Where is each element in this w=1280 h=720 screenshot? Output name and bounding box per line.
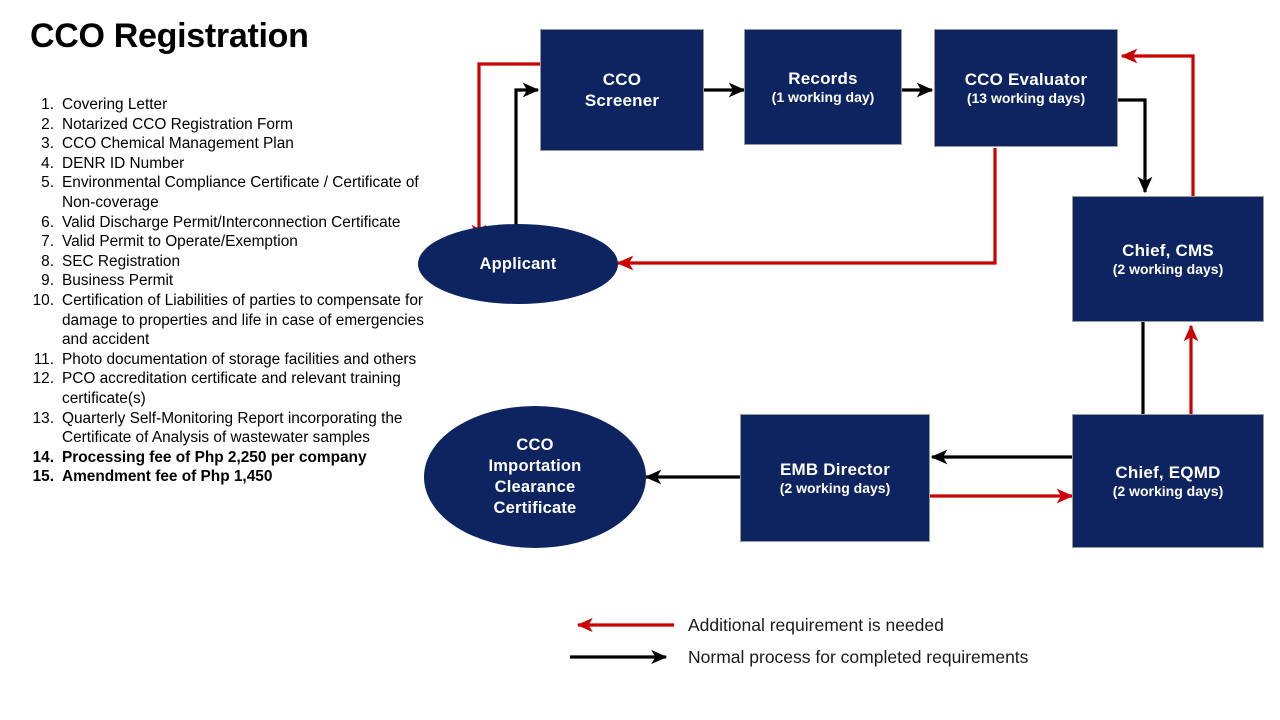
requirement-number: 12.	[32, 370, 54, 388]
node-chief-eqmd-title: Chief, EQMD	[1115, 463, 1221, 482]
node-chief-eqmd[interactable]: Chief, EQMD (2 working days)	[1072, 414, 1264, 548]
node-emb-director-subtitle: (2 working days)	[779, 480, 891, 496]
requirement-number: 4.	[41, 154, 54, 172]
requirement-number: 5.	[41, 174, 54, 192]
requirement-number: 2.	[41, 115, 54, 133]
requirement-item: 13. Quarterly Self-Monitoring Report inco…	[28, 409, 428, 448]
edge-cco-screener-to-applicant	[471, 62, 540, 242]
requirement-number: 13.	[32, 409, 54, 427]
requirement-item: 3. CCO Chemical Management Plan	[28, 134, 428, 154]
edge-applicant-to-cco-screener	[514, 82, 540, 252]
requirement-item: 12. PCO accreditation certificate and rel…	[28, 369, 428, 408]
requirement-text: Valid Permit to Operate/Exemption	[62, 233, 298, 251]
requirement-number: 11.	[33, 350, 54, 368]
requirement-item: 15. Amendment fee of Php 1,450	[28, 467, 428, 487]
requirement-text: SEC Registration	[62, 252, 181, 270]
node-chief-cms-subtitle: (2 working days)	[1112, 261, 1224, 277]
requirement-text: CCO Chemical Management Plan	[62, 135, 294, 153]
requirement-item: 8. SEC Registration	[28, 252, 428, 272]
node-cco-evaluator[interactable]: CCO Evaluator (13 working days)	[934, 29, 1118, 147]
requirement-number: 9.	[41, 272, 54, 290]
node-chief-eqmd-subtitle: (2 working days)	[1112, 483, 1224, 499]
edge-cco-evaluator-to-applicant	[616, 148, 997, 271]
requirement-number: 1.	[41, 96, 54, 113]
requirement-text: Business Permit	[62, 272, 174, 290]
requirement-text: PCO accreditation certificate and releva…	[62, 370, 401, 407]
requirement-text: Processing fee of Php 2,250 per company	[62, 448, 367, 466]
requirement-text: Amendment fee of Php 1,450	[62, 468, 273, 486]
legend-label-additional: Additional requirement is needed	[688, 615, 944, 635]
requirement-text: Environmental Compliance Certificate / C…	[62, 174, 419, 211]
legend-label-normal: Normal process for completed requirement…	[688, 647, 1029, 667]
requirement-number: 3.	[41, 135, 54, 153]
requirement-text: Valid Discharge Permit/Interconnection C…	[62, 213, 401, 231]
requirement-number: 8.	[41, 252, 54, 270]
requirement-number: 6.	[41, 213, 54, 231]
requirement-item: 10. Certification of Liabilities of parti…	[28, 291, 428, 350]
black-right-arrow-icon	[570, 649, 668, 665]
requirement-text: Certification of Liabilities of parties …	[62, 291, 424, 349]
node-applicant[interactable]: Applicant	[418, 224, 618, 304]
red-left-arrow-icon	[576, 617, 674, 633]
requirement-text: Photo documentation of storage facilitie…	[62, 350, 417, 368]
node-records[interactable]: Records (1 working day)	[744, 29, 902, 145]
requirement-item: 5. Environmental Compliance Certificate /…	[28, 173, 428, 212]
requirement-item: 2. Notarized CCO Registration Form	[28, 115, 428, 135]
node-emb-director-title: EMB Director	[779, 460, 891, 479]
node-emb-director[interactable]: EMB Director (2 working days)	[740, 414, 930, 542]
requirement-number: 14.	[32, 448, 54, 466]
requirement-item: 4. DENR ID Number	[28, 154, 428, 174]
requirements-list: 1. Covering Letter 2. Notarized CCO Registr…	[28, 95, 428, 487]
requirement-text: Quarterly Self-Monitoring Report incorpo…	[62, 409, 403, 447]
node-applicant-title: Applicant	[479, 254, 557, 273]
requirement-item: 6. Valid Discharge Permit/Interconnection…	[28, 213, 428, 233]
node-cco-evaluator-subtitle: (13 working days)	[966, 90, 1086, 106]
edge-chief-cms-to-cco-evaluator	[1120, 48, 1195, 196]
node-records-title: Records	[788, 69, 858, 88]
requirement-item: 7. Valid Permit to Operate/Exemption	[28, 232, 428, 252]
edge-cco-evaluator-to-chief-cms	[1117, 98, 1153, 194]
requirement-text: DENR ID Number	[62, 154, 185, 172]
requirement-item: 14. Processing fee of Php 2,250 per compa…	[28, 448, 428, 468]
node-records-subtitle: (1 working day)	[771, 89, 875, 105]
requirement-number: 15.	[32, 468, 54, 486]
requirement-item: 1. Covering Letter	[28, 95, 428, 115]
node-cco-evaluator-title: CCO Evaluator	[964, 70, 1088, 89]
requirement-item: 9. Business Permit	[28, 271, 428, 291]
page-title: CCO Registration	[30, 17, 309, 55]
requirement-text: Covering Letter	[62, 96, 168, 113]
requirement-item: 11. Photo documentation of storage facili…	[28, 350, 428, 370]
requirement-text: Notarized CCO Registration Form	[62, 115, 293, 133]
node-chief-cms[interactable]: Chief, CMS (2 working days)	[1072, 196, 1264, 322]
requirement-number: 10.	[32, 291, 54, 309]
node-chief-cms-title: Chief, CMS	[1122, 241, 1214, 260]
legend: Additional requirement is needed Normal …	[540, 604, 1220, 674]
requirement-number: 7.	[41, 233, 54, 251]
